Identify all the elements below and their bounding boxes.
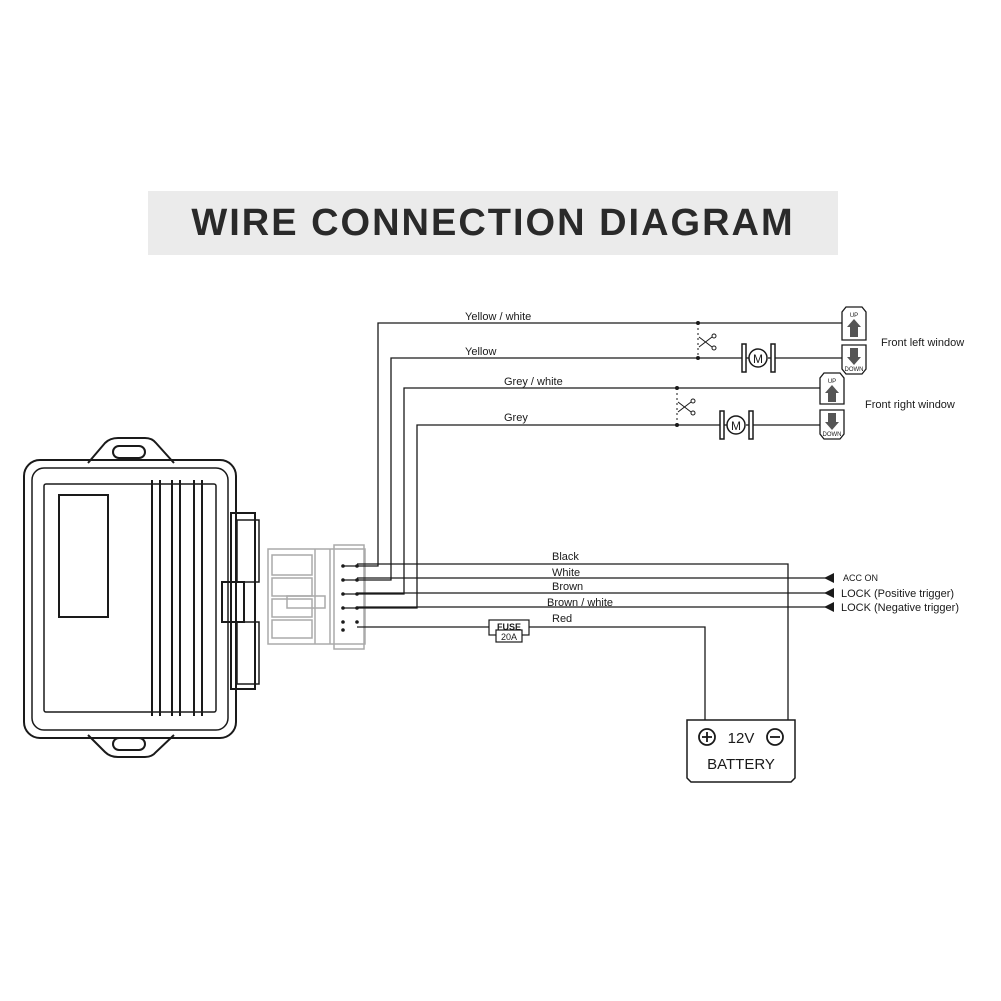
wire-grey-white [343,387,820,595]
wire-yellow-white [343,322,842,567]
fuse-label: FUSE [497,622,521,632]
tap-dots [675,321,700,427]
motor-front-left: M [741,343,776,373]
battery-voltage: 12V [728,730,755,747]
switch-front-right: UP DOWN [819,372,845,440]
arrow-left-icon [824,573,834,583]
front-left-window-label: Front left window [881,337,964,349]
front-right-window-label: Front right window [865,399,955,411]
arrow-left-icon [824,602,834,612]
down-label: DOWN [823,432,842,438]
plus-terminal-icon [698,728,716,746]
label-black: Black [552,551,579,563]
up-arrow-icon [825,385,839,402]
arrow-left-icon [824,588,834,598]
scissors-icon [677,333,717,416]
wire-black [357,563,789,720]
battery: 12V BATTERY [686,719,796,783]
connector-pins [341,564,359,632]
down-arrow-icon [825,413,839,430]
label-yellow-white: Yellow / white [465,311,531,323]
window-switch-taps [676,323,699,425]
wire-paths [343,322,842,720]
label-brown: Brown [552,581,583,593]
motor-label: M [731,419,741,433]
label-lock-negative: LOCK (Negative trigger) [841,602,959,614]
motor-label: M [753,352,763,366]
control-module [23,437,260,758]
diagram-title: WIRE CONNECTION DIAGRAM [191,201,795,244]
label-grey: Grey [504,412,528,424]
label-red: Red [552,613,572,625]
down-label: DOWN [845,367,864,373]
input-arrows [824,573,834,612]
label-yellow: Yellow [465,346,496,358]
fuse: FUSE 20A [488,619,530,643]
harness-connector [267,544,366,650]
motor-front-right: M [719,410,754,440]
up-label: UP [850,313,858,319]
up-arrow-icon [847,319,861,337]
label-white: White [552,567,580,579]
minus-terminal-icon [766,728,784,746]
battery-label: BATTERY [707,756,775,773]
title-banner: WIRE CONNECTION DIAGRAM [148,191,838,255]
switch-front-left: UP DOWN [841,306,867,375]
label-acc-on: ACC ON [843,573,878,583]
up-label: UP [828,379,836,385]
wire-grey [343,424,720,609]
fuse-rating: 20A [501,632,517,642]
wire-yellow [343,357,742,581]
label-lock-positive: LOCK (Positive trigger) [841,588,954,600]
label-brown-white: Brown / white [547,597,613,609]
label-grey-white: Grey / white [504,376,563,388]
down-arrow-icon [847,348,861,365]
